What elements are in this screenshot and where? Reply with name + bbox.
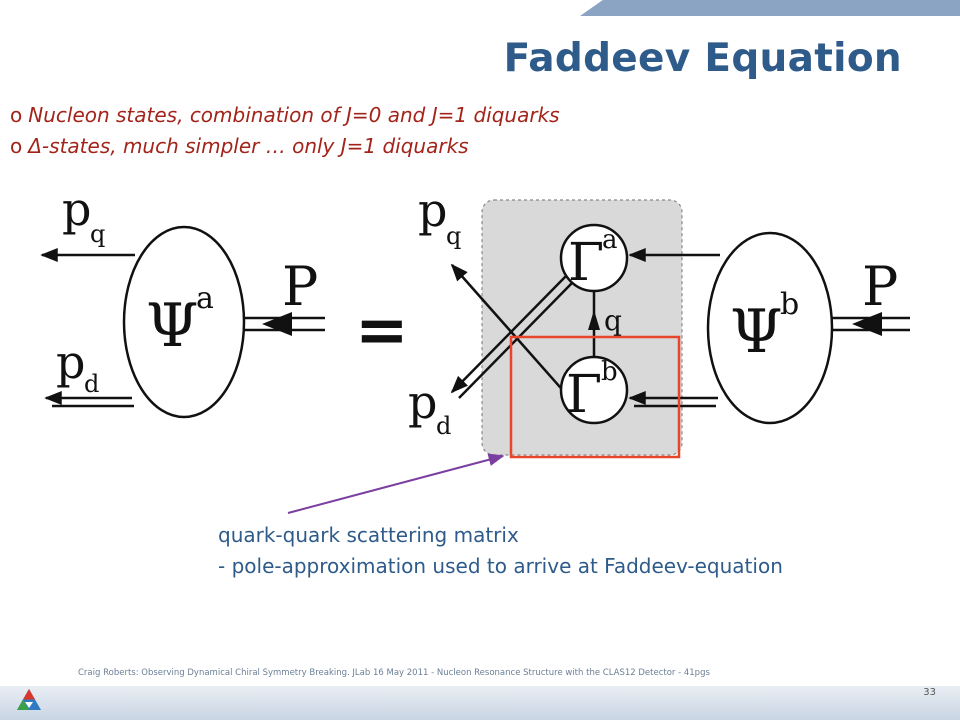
equals-sign: = [355,294,409,368]
right-pd-label-sub: d [436,412,451,440]
left-diagram: Ψ a p q p d P [40,182,325,419]
right-P-in-arrowhead [852,312,882,336]
right-pd-label-main: p [408,375,437,429]
pq-label-main: p [62,182,91,236]
footer-band [0,686,960,720]
pd-label-sub: d [84,370,99,398]
q-arrowhead [588,310,600,330]
q-label: q [604,304,622,337]
header-accent-band [580,0,960,16]
bullet-marker: o [10,103,23,127]
gamma-b-superscript: b [601,357,618,387]
bullet-text: Δ-states, much simpler … only J=1 diquar… [28,134,469,158]
cross-line-pd-b [458,282,573,399]
psi-a-symbol: Ψ [146,291,199,361]
right-diagram: q Γ a Γ b p q p d Ψ b P [408,183,910,459]
psi-a-ellipse [122,225,246,419]
caption-line-2: - pole-approximation used to arrive at F… [218,554,783,578]
pd-label-main: p [56,335,85,389]
right-P-label: P [862,255,898,318]
qq-scattering-highlight-box [509,335,681,459]
faddeev-diagram: Ψ a p q p d P = q Γ a Γ b [40,182,910,514]
psi-b-ellipse [706,231,834,425]
bullet-text: Nucleon states, combination of J=0 and J… [28,103,560,127]
bullet-marker: o [10,134,23,158]
cross-line-pd-a [450,275,567,394]
gamma-a-symbol: Γ [568,233,604,293]
caption-line-1: quark-quark scattering matrix [218,523,519,547]
footer-citation: Craig Roberts: Observing Dynamical Chira… [78,668,710,678]
gamma-b-symbol: Γ [566,365,602,425]
cross-line-pq [450,263,568,396]
gamma-b-vertex [559,355,629,425]
caption: quark-quark scattering matrix - pole-app… [218,520,783,582]
gamma-a-vertex [559,223,629,293]
pq-label-sub: q [90,220,105,248]
slide-title: Faddeev Equation [503,36,902,81]
page-number: 33 [923,687,936,698]
psi-b-superscript: b [780,287,799,322]
lab-logo-icon [17,689,41,710]
right-pq-label-sub: q [446,222,461,250]
psi-b-symbol: Ψ [730,297,783,367]
P-label: P [282,255,318,318]
pointer-arrow [287,453,505,514]
gamma-a-superscript: a [602,225,618,255]
right-pq-label-main: p [418,183,447,237]
psi-a-superscript: a [196,281,214,316]
P-in-arrowhead [262,312,292,336]
